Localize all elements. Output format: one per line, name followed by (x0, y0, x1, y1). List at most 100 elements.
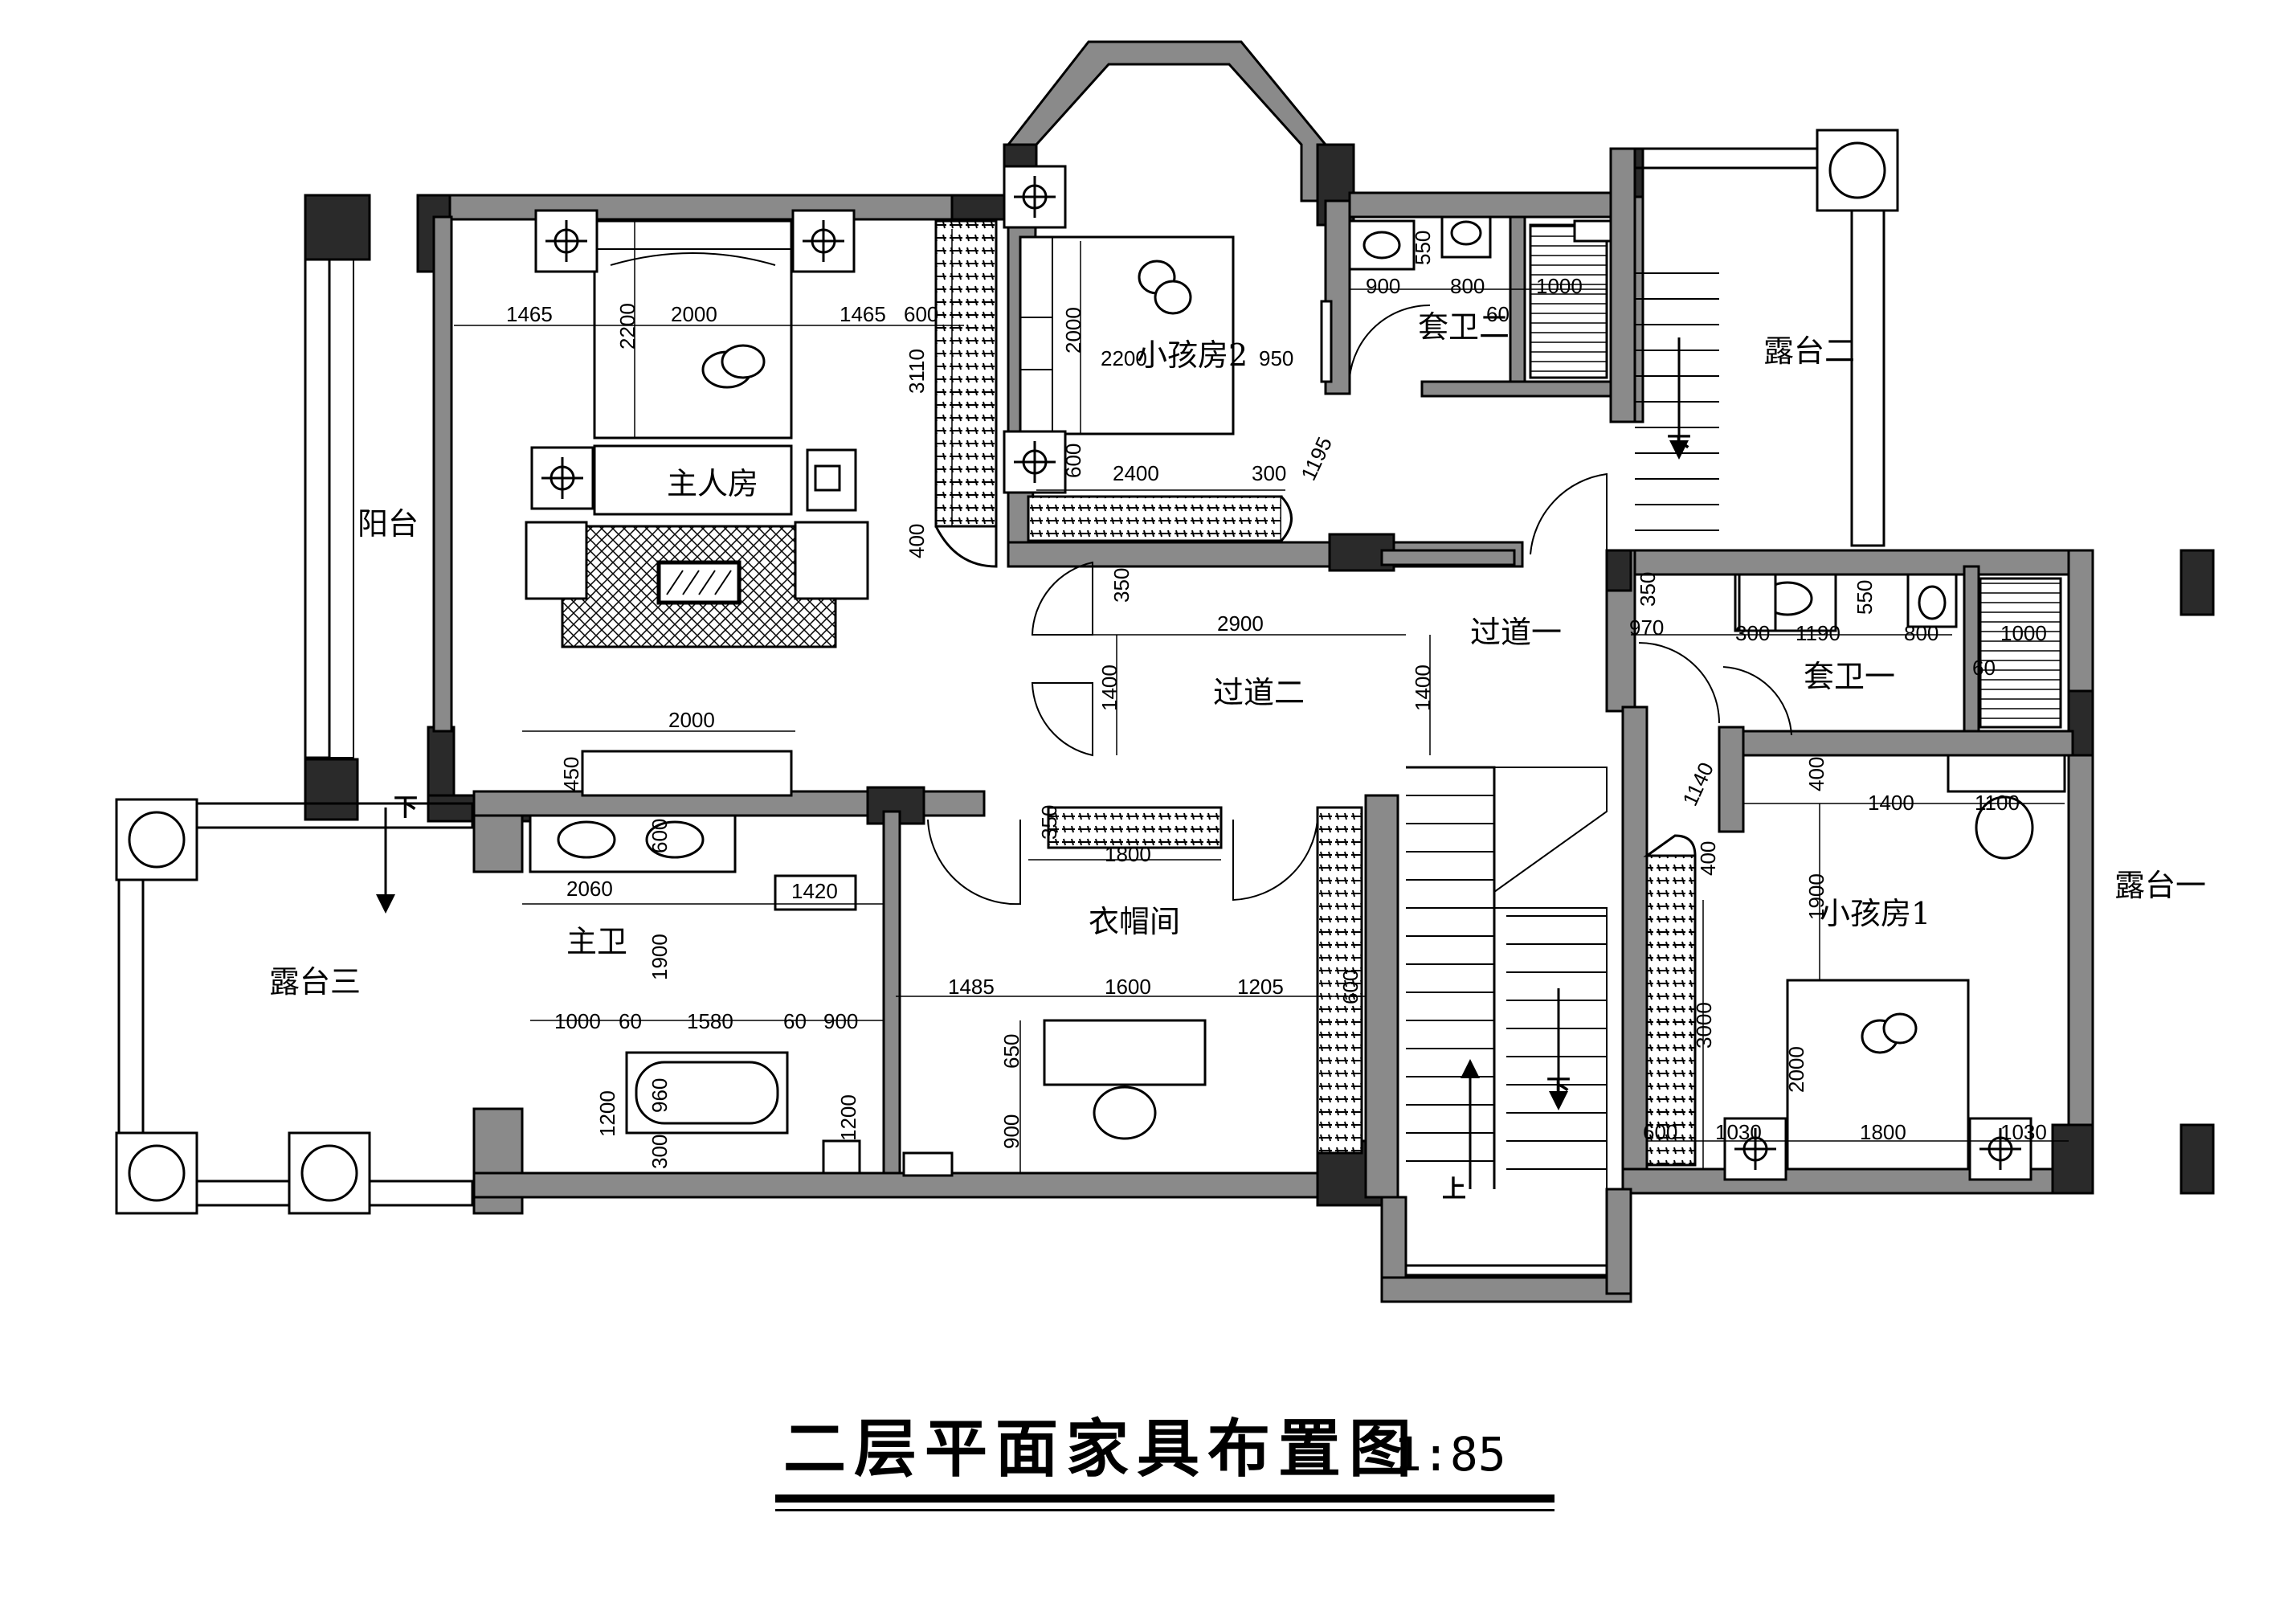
cloakroom-furniture (1043, 806, 1363, 1155)
room-labels: 主人房 小孩房2 套卫二 露台二 阳台 过道一 过道二 套卫一 小孩房1 露台一… (269, 309, 2206, 1000)
room-label-balcony: 阳台 (357, 506, 419, 542)
dim-label: 1030 (1715, 1120, 1762, 1144)
dim-label: 600 (648, 819, 672, 853)
wall (1509, 215, 1526, 383)
dim-label: 1140 (1677, 758, 1718, 809)
pillar (115, 1131, 198, 1215)
room-label-master-bedroom: 主人房 (667, 466, 758, 501)
room-label-kids-room-2: 小孩房2 (1137, 337, 1248, 373)
dim-label: 970 (1629, 615, 1664, 640)
dim-label: 1600 (1105, 975, 1151, 999)
bed (593, 219, 793, 440)
wall-north-kids1 (1605, 549, 2090, 576)
dim-label: 800 (1904, 621, 1939, 645)
wall (1718, 730, 2074, 757)
room-label-kids-room-1: 小孩房1 (1820, 896, 1930, 931)
stair-up-label: 上 (1442, 1176, 1466, 1204)
kids-room-1-furniture (1643, 754, 2066, 1181)
dimension-labels: 1465 2000 1465 600 2200 3110 400 2000 22… (506, 231, 2047, 1169)
dim-label: 60 (783, 1009, 807, 1033)
dim-label: 1420 (791, 879, 838, 903)
wall-west-kids1 (1621, 705, 1648, 1191)
chair (1093, 1086, 1157, 1140)
dim-label: 60 (1486, 302, 1510, 326)
dim-label: 1190 (1796, 621, 1840, 645)
wardrobe (1047, 806, 1223, 849)
column (304, 758, 359, 821)
room-label-terrace-2: 露台二 (1763, 333, 1855, 369)
dim-label: 300 (1735, 621, 1770, 645)
lamp (1003, 165, 1067, 229)
dim-label: 350 (1636, 572, 1660, 607)
dim-label: 1465 (840, 302, 886, 326)
shower (1979, 577, 2062, 729)
dim-label: 2900 (1217, 611, 1264, 636)
ensuite-1-fixtures (1734, 573, 2062, 729)
dim-label: 1800 (1105, 842, 1151, 866)
dim-label: 3110 (905, 349, 929, 394)
wardrobe (1027, 495, 1283, 542)
lamp (534, 209, 599, 273)
wall (1348, 191, 1616, 219)
master-bedroom-furniture (525, 209, 998, 797)
dim-label: 2000 (668, 708, 715, 732)
dim-label: 550 (1853, 580, 1877, 615)
title-underline-thin (775, 1509, 1554, 1511)
room-label-cloakroom: 衣帽间 (1089, 904, 1180, 939)
column (2051, 1123, 2094, 1195)
wall (1364, 794, 1399, 1199)
wall-west-master (432, 215, 453, 733)
bed (1786, 979, 1970, 1171)
wall (1963, 565, 1980, 733)
drawing-title: 二层平面家具布置图 (783, 1413, 1420, 1486)
ensuite-2-fixtures (1348, 215, 1612, 379)
desk (1947, 754, 2066, 793)
lamp (791, 209, 856, 273)
dim-label: 2000 (671, 302, 717, 326)
dim-label: 3000 (1692, 1002, 1716, 1049)
stair-down-label: 下 (394, 794, 418, 822)
dim-label: 1580 (687, 1009, 733, 1033)
dim-label: 650 (999, 1034, 1023, 1069)
kids-room-2-furniture (1003, 165, 1333, 542)
drawing-scale: 1:85 (1394, 1427, 1506, 1482)
dim-label: 350 (1109, 568, 1134, 603)
wall-east-kids1 (2067, 549, 2094, 1187)
dim-label: 2200 (1101, 346, 1147, 370)
room-label-ensuite-1: 套卫一 (1804, 659, 1895, 694)
dim-label: 300 (1252, 461, 1286, 485)
dim-label: 1200 (595, 1090, 619, 1137)
shower (1529, 223, 1608, 379)
dim-label: 600 (904, 302, 938, 326)
wall (1380, 549, 1516, 566)
phone-icon (814, 464, 841, 492)
room-label-terrace-3: 露台三 (269, 964, 361, 1000)
dim-label: 300 (648, 1135, 672, 1169)
dim-label: 1195 (1296, 433, 1337, 484)
pillar (115, 798, 198, 881)
room-label-master-bath: 主卫 (566, 924, 627, 959)
walls (117, 40, 2215, 1303)
dim-label: 1100 (1975, 791, 2020, 815)
dim-label: 1400 (1868, 791, 1914, 815)
dim-label: 800 (1450, 274, 1485, 298)
dim-label: 400 (1696, 841, 1720, 876)
dim-label: 1900 (648, 934, 672, 980)
balcony (304, 258, 354, 759)
wall (882, 810, 901, 1175)
wall (472, 814, 524, 873)
dim-label: 550 (1411, 231, 1435, 265)
sofa (593, 444, 793, 516)
wall (1718, 726, 1745, 833)
stair-labels: 下 下 下 上 (394, 432, 1691, 1204)
wardrobe (934, 219, 998, 528)
coffee-table (656, 560, 742, 605)
column (2180, 1123, 2215, 1195)
dim-label: 400 (1804, 757, 1828, 791)
lamp (1003, 430, 1067, 494)
chair (1975, 795, 2034, 860)
dim-label: 60 (1972, 656, 1996, 680)
dim-label: 1400 (1097, 664, 1121, 711)
wall-north-master (448, 194, 958, 221)
